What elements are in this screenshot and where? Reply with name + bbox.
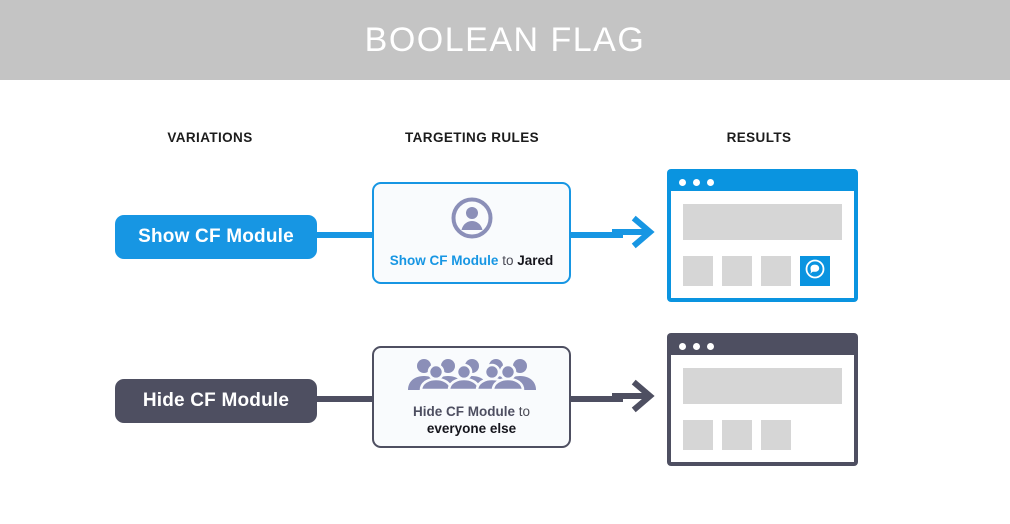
- variation-pill-show[interactable]: Show CF Module: [115, 215, 317, 259]
- result-window-show: [667, 169, 858, 302]
- variation-row-show: Show CF Module Show CF Module to Jared: [0, 165, 1010, 305]
- column-header-variations: VARIATIONS: [167, 130, 253, 145]
- window-content: [671, 355, 854, 462]
- variation-pill-label: Show CF Module: [138, 226, 294, 247]
- connector-pill-to-card: [300, 396, 378, 402]
- arrow-right-icon: [611, 376, 658, 421]
- window-dot-3: [707, 342, 714, 350]
- window-dot-3: [707, 178, 714, 186]
- targeting-rule-text-hide: Hide CF Module to everyone else: [413, 403, 530, 437]
- window-dot-1: [679, 178, 686, 186]
- chat-bubble-icon: [804, 258, 826, 285]
- content-tile: [722, 420, 752, 450]
- targeting-rule-text-show: Show CF Module to Jared: [390, 252, 554, 269]
- content-banner-placeholder: [683, 368, 842, 404]
- variation-pill-label: Hide CF Module: [142, 390, 290, 411]
- content-tile: [683, 256, 713, 286]
- targeting-rule-card-show[interactable]: Show CF Module to Jared: [372, 182, 571, 284]
- content-tile: [761, 256, 791, 286]
- targeting-rule-card-hide[interactable]: Hide CF Module to everyone else: [372, 346, 571, 448]
- single-person-icon: [451, 197, 493, 244]
- header-bar: BOOLEAN FLAG: [0, 0, 1010, 80]
- rule-target-label: Jared: [517, 253, 554, 268]
- window-title-bar: [671, 173, 854, 191]
- window-dot-1: [679, 342, 686, 350]
- column-header-targeting-rules: TARGETING RULES: [405, 130, 539, 145]
- content-tile: [683, 420, 713, 450]
- connector-card-to-arrow: [565, 232, 623, 238]
- variation-row-hide: Hide CF Module: [0, 329, 1010, 469]
- rule-lead-label: Hide CF Module: [412, 403, 515, 419]
- content-tile-row: [683, 256, 842, 286]
- content-tile: [722, 256, 752, 286]
- window-dot-2: [693, 342, 700, 350]
- connector-card-to-arrow: [565, 396, 623, 402]
- window-content: [671, 191, 854, 298]
- variation-pill-hide[interactable]: Hide CF Module: [115, 379, 317, 423]
- content-tile-row: [683, 420, 842, 450]
- cf-module-tile: [800, 256, 830, 286]
- rule-target-label: everyone else: [426, 420, 517, 436]
- window-title-bar: [671, 337, 854, 355]
- rule-lead-label: Show CF Module: [389, 253, 499, 268]
- column-header-results: RESULTS: [726, 130, 792, 145]
- result-window-hide: [667, 333, 858, 466]
- page-title: BOOLEAN FLAG: [364, 20, 646, 59]
- content-tile: [761, 420, 791, 450]
- content-banner-placeholder: [683, 204, 842, 240]
- group-people-icon: [404, 358, 540, 395]
- arrow-right-icon: [611, 212, 658, 257]
- rule-conjunction-label: to: [502, 253, 514, 268]
- rule-conjunction-label: to: [518, 403, 531, 419]
- connector-pill-to-card: [300, 232, 378, 238]
- window-dot-2: [693, 178, 700, 186]
